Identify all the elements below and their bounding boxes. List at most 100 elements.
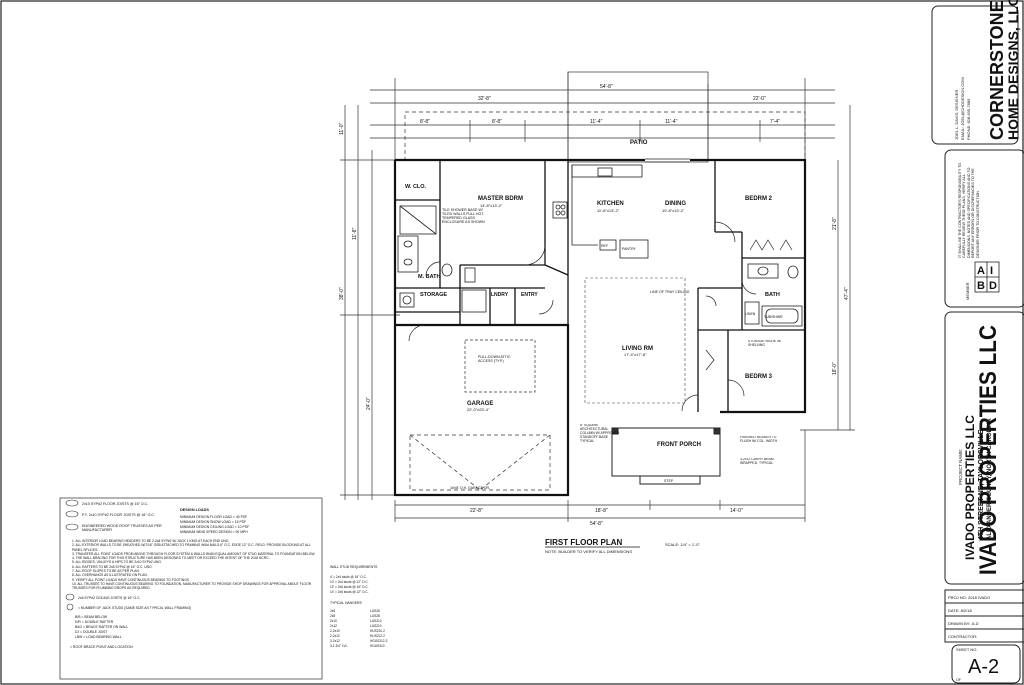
plan-title: FIRST FLOOR PLAN [545,538,623,547]
member-label: MEMBER [965,282,970,300]
legend-jack-studs: = NUMBER OF JACK STUDS (SAME SIZE AS TYP… [78,606,191,610]
design-loads-title: DESIGN LOADS [180,508,209,512]
label-tub: TUB/SHWR [764,315,783,319]
contact-3: PHONE: 828-635-7889 [966,98,971,140]
aibd-b: B [977,280,985,292]
room-master-bedroom: MASTER BDRM [478,196,523,202]
address-2: ALEXANDER COUNTY, NORTH CAROLINA [987,418,993,540]
room-bedroom-3: BEDRM 3 [745,374,773,380]
patio-label: PATIO [630,140,648,146]
hanger-cell: LUS210 [370,624,382,628]
doors [408,221,757,412]
legend-abbr-5: LBW = LOAD BEARING WALL [75,635,122,639]
legend-ceiling-joists: 2x6 SYP#2 CEILING JOISTS @ 16" O.C. [78,596,141,600]
address-1: 4TH STREET NE, TAYLORSVILLE [978,429,985,540]
legend-notes-fo: 1. ALL INTERIOR LOAD BEARING HEADERS TO … [72,539,317,590]
room-dining-dims: 10'-8"x13'-2" [662,208,685,213]
room-wic: W. CLO. [405,184,427,190]
legend-note: 1. ALL INTERIOR LOAD BEARING HEADERS TO … [72,539,230,543]
dim-right-1: 47'-4" [844,287,850,300]
design-load-3: MINIMUM DESIGN CEILING LOAD = 10 PSF [180,525,249,529]
top-dimension-lines [370,71,835,163]
room-laundry: LNDRY [491,292,509,298]
dim-bottom-3: 14'-0" [730,508,743,514]
dim-left-3: 38'-0" [339,287,345,300]
dim-top-inner-2: 8'-8" [492,119,502,125]
legend-symbol-2: P.T. 2x10 SYP#2 FLOOR JOISTS @ 16" O.C. [82,513,155,517]
dim-top-outer-2: 22'-0" [753,96,766,102]
legend-abbr-4: DJ = DOUBLE JOIST [75,630,108,634]
aibd-d: D [989,280,997,292]
dim-bottom-1: 22'-8" [470,508,483,514]
project-name-label: PROJECT NAME: [958,449,963,485]
dim-top-outer-1: 32'-8" [478,96,491,102]
proj-date: DATE: 8/2/18 [948,608,972,613]
stud-row: 12' = 2x6 studs @ 16" O.C. [330,585,369,589]
dim-overall-width: 54'-8" [600,84,613,90]
hanger-cell: LUS26 [370,609,380,613]
company-line-1: CORNERSTONE [987,0,1007,140]
annotation-shower-fo: TILE SHOWER BASE W/ TILED WALLS FULL HGT… [442,208,485,225]
annotation-shower: TILE SHOWER BASE W/ TILED WALLS FULL HGT… [442,208,485,225]
bottom-dimension-lines [394,430,806,522]
label-linen: LINEN [745,312,756,316]
dim-left-4: 24'-0" [366,397,372,410]
dim-bottom-overall: 54'-8" [590,521,603,527]
aibd-logo [974,261,1000,293]
dim-top-inner-4: 11'-4" [665,119,678,125]
label-step: STEP [664,479,674,483]
hanger-cell: LUS210 [370,619,382,623]
dim-left-1: 11'-0" [339,122,345,135]
legend-note: 5. ALL RIDGES, VALLEYS & HIPS TO BE 2x10… [72,560,162,565]
dim-top-inner-1: 8'-8" [420,119,430,125]
contractor: CONTRACTOR: [948,634,977,639]
member-cell: 2x12 [330,624,337,628]
legend-symbol-3: ENGINEERED WOOD ROOF TRUSSES AS PER MANU… [82,524,162,533]
plan-scale: SCALE: 1/4" = 1'-0" [665,542,700,547]
legend-note: 6. ALL RAFTERS TO BE 2x8 SYP#2 @ 16" O.C… [72,564,153,569]
room-living: LIVING RM [622,346,653,352]
annotation-column: 8" SQUARE ARCHITECTURAL COLUMN W/ APPROV… [580,424,620,443]
dim-right-2: 21'-8" [832,217,838,230]
member-cell: 3-1 3/4" LVL [330,644,348,648]
legend-box [59,497,323,680]
legend-notes: 1. ALL INTERIOR LOAD BEARING HEADERS TO … [72,539,317,590]
contact-1: JOEL L. DAVIS, DESIGNER [954,90,959,140]
stud-row: 10' = 2x4 studs @ 12" O.C. [330,580,369,584]
aibd-a: A [977,265,985,277]
sheet-of: OF [956,678,962,682]
room-living-dims: 17'-4"x17'-8" [624,352,647,357]
proj-no: PROJ NO: 2018 IVADO [948,595,990,600]
annotation-header-fo: FINISHED HEADER TO FLUSH W/ COL. WIDTH [740,436,778,443]
hall-bath-fixtures [744,263,803,327]
legend-roof-point: = ROOF BRACE POINT AND LOCATION [70,645,133,649]
annotation-beam: 3-2x12 CARRY BEAM WRAPPED, TYPICAL [740,458,774,465]
legend-note: 3. TRANSFER ALL POINT LOADS FROM ABOVE T… [72,551,316,556]
annotation-header: FINISHED HEADER TO FLUSH W/ COL. WIDTH [740,436,778,443]
hanger-cell: LUS28 [370,614,380,618]
tray-ceiling-outline [584,277,686,404]
room-kitchen: KITCHEN [597,201,624,207]
aibd-i: I [990,265,993,277]
member-cell: 2x10 [330,619,337,623]
room-dining: DINING [665,201,686,207]
legend-note: 4. THE WALL BRACING FOR THIS STRUCTURE H… [72,556,270,561]
room-storage: STORAGE [420,292,447,298]
legend-note: 9. VERIFY ALL POINT LOADS HAVE CONTINUOU… [72,577,190,582]
legend-note: 7. ALL ROOF SLOPES TO BE AS PER PLAN. [72,568,140,573]
dim-top-inner-3: 11'-4" [590,119,603,125]
dim-left-2: 11'-8" [352,227,358,240]
label-ref: REF [601,244,608,248]
room-entry: ENTRY [521,292,538,298]
label-garage-door: 16'x8' O.H. GARAGE DR. [450,486,490,490]
title-block-frames [931,5,1024,684]
owner-name: IVADO PROPERTIES LLC [975,325,1002,575]
legend-symbols [65,499,79,611]
disclaimer-fo: IT SHALL BE THE CONTRACTOR'S RESPONSIBIL… [958,163,980,258]
room-master-bath: M. BATH [418,274,441,280]
dim-top-inner-5: 7'-4" [770,119,780,125]
kitchen-cabinets [552,158,690,259]
sheet-no-label: SHEET NO. [956,647,978,652]
